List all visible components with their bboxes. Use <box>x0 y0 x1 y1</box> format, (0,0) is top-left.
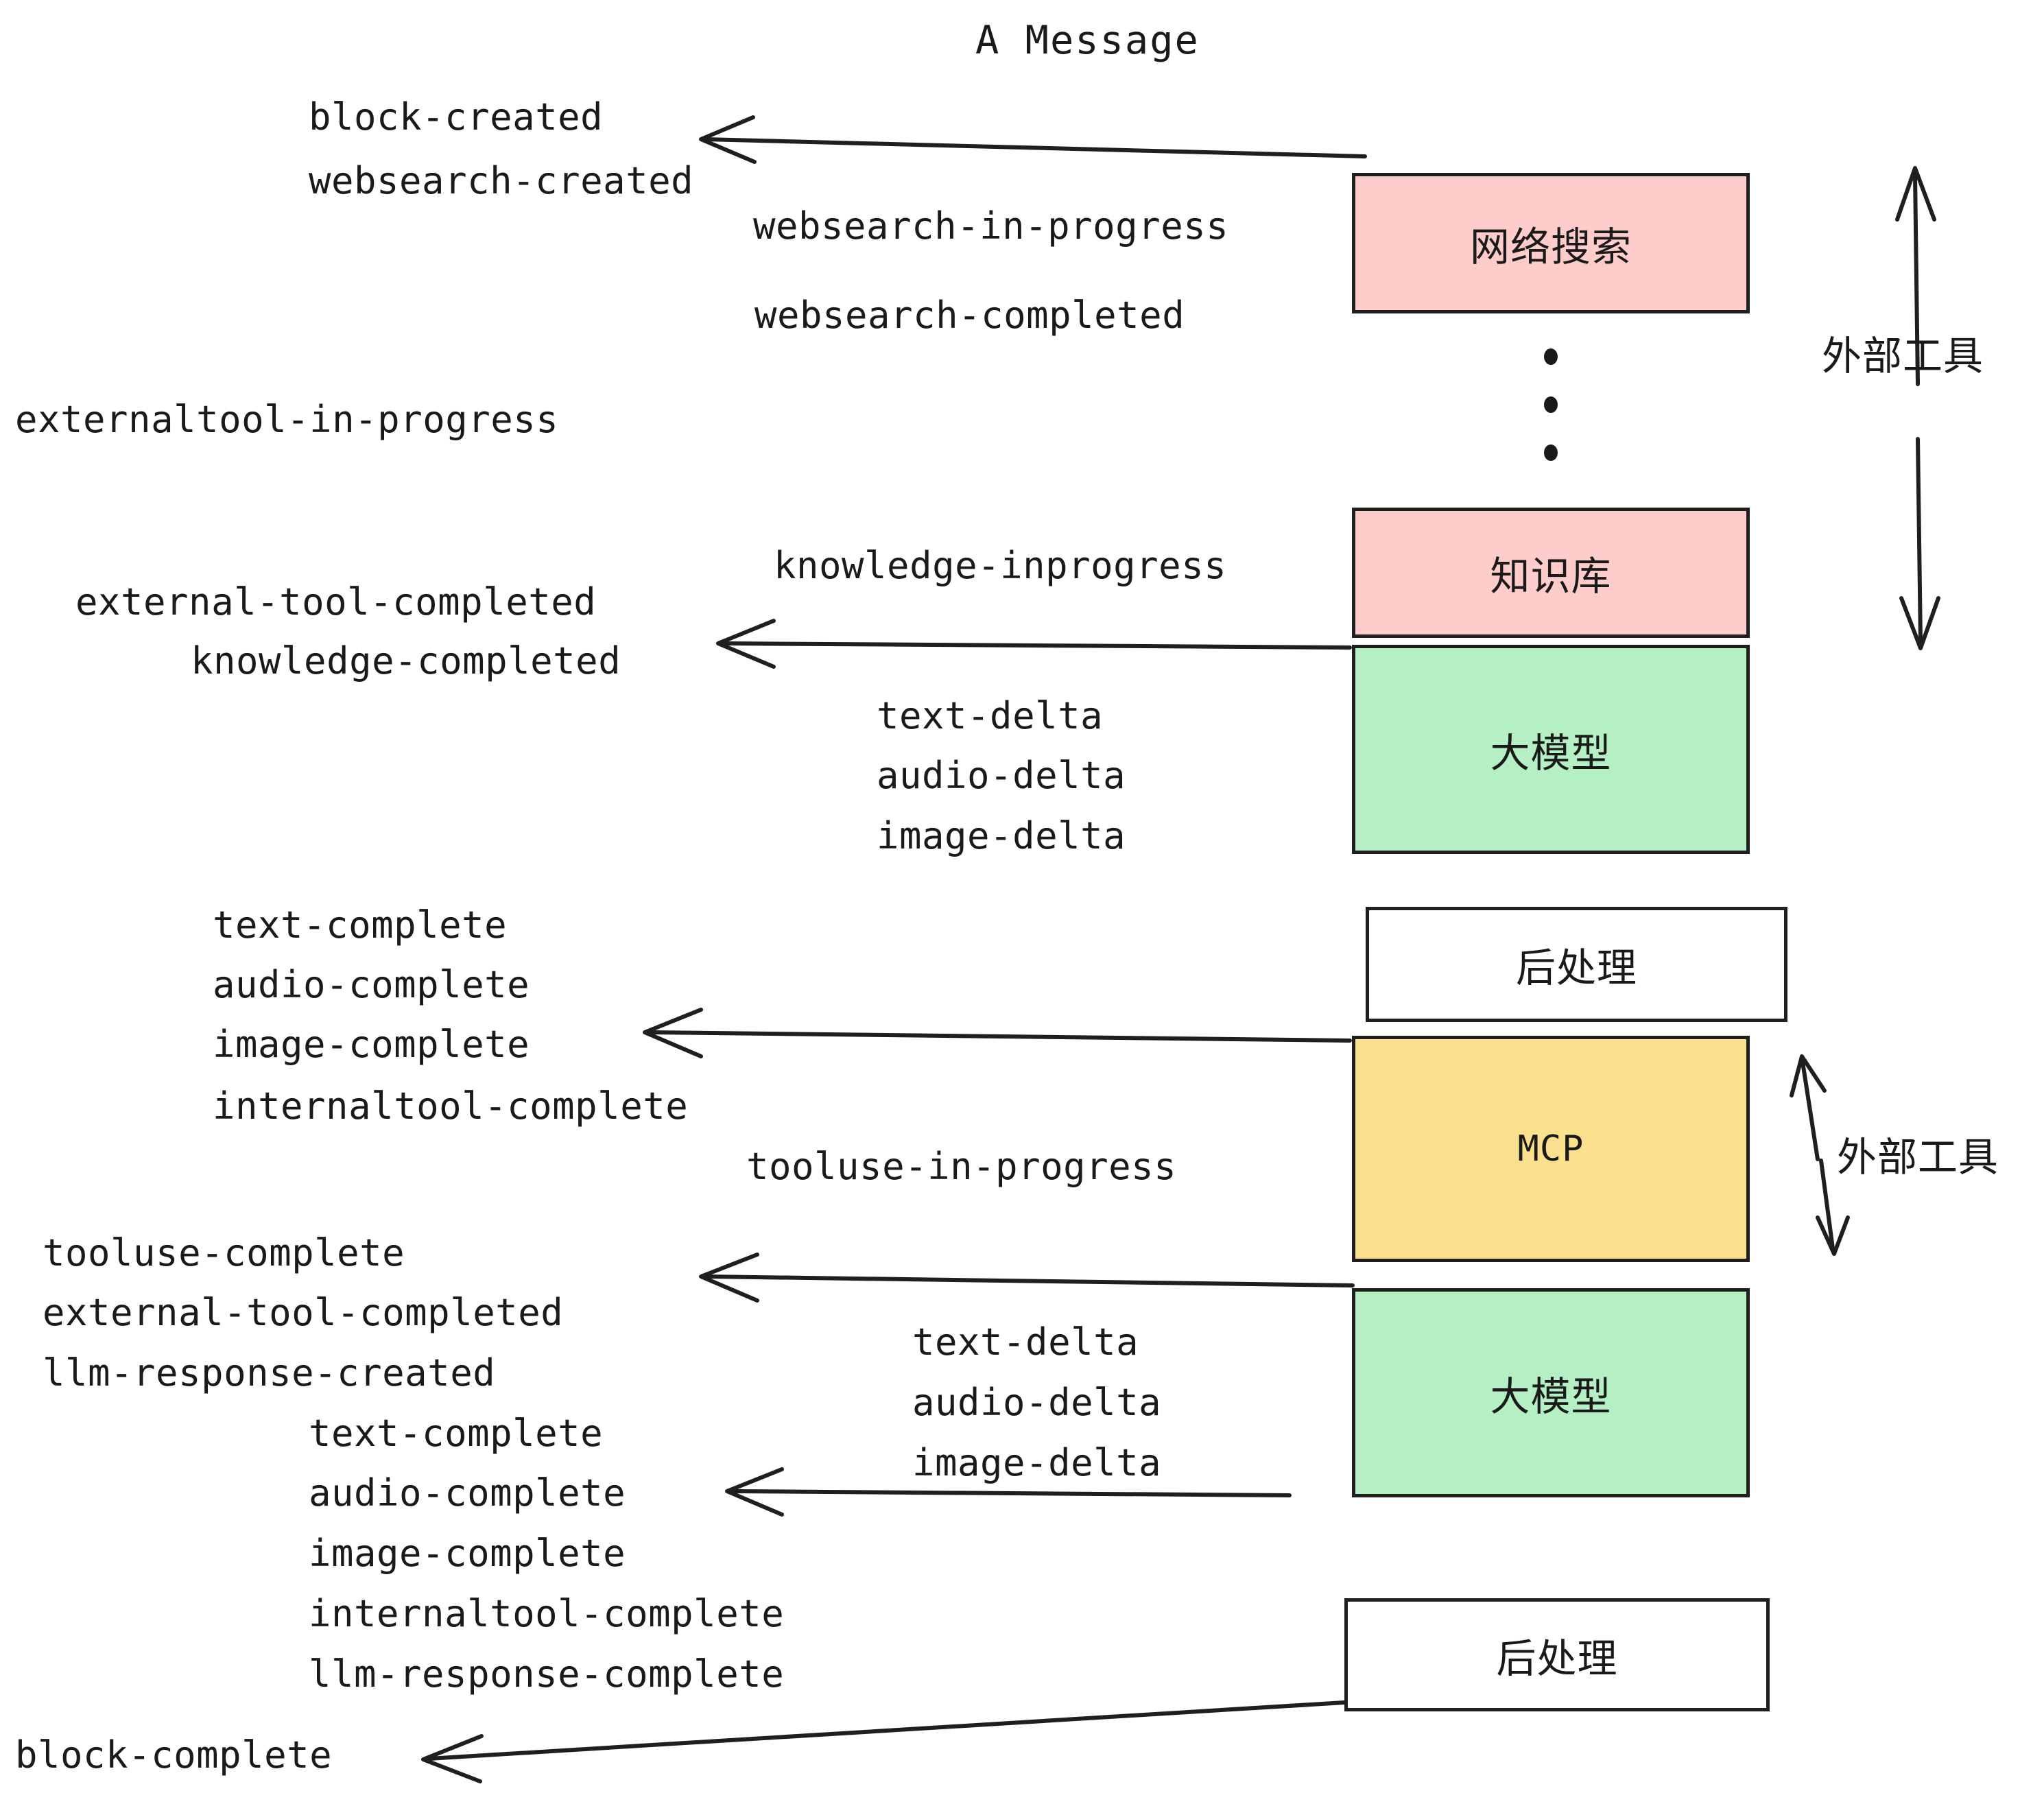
event-audio-delta-1: audio-delta <box>877 754 1126 797</box>
event-text-complete-2: text-complete <box>309 1412 604 1455</box>
node-knowledge-label: 知识库 <box>1490 553 1612 600</box>
event-image-delta-2: image-delta <box>912 1441 1162 1484</box>
node-postprocess-1-label: 后处理 <box>1515 945 1637 991</box>
arrow-postproc2-to-block-complete <box>421 1700 1346 1783</box>
event-external-tool-completed-1: external-tool-completed <box>75 580 597 624</box>
page-title: A Message <box>975 18 1200 63</box>
event-websearch-in-progress: websearch-in-progress <box>753 204 1229 248</box>
event-externaltool-in-progress: externaltool-in-progress <box>15 398 559 441</box>
event-websearch-completed: websearch-completed <box>754 294 1185 337</box>
event-image-complete-1: image-complete <box>213 1023 530 1066</box>
group-label-external-tools-bottom: 外部工具 <box>1837 1125 1999 1183</box>
event-internaltool-complete-2: internaltool-complete <box>309 1592 785 1635</box>
event-internaltool-complete-1: internaltool-complete <box>213 1084 689 1128</box>
node-postprocess-2[interactable]: 后处理 <box>1344 1598 1770 1711</box>
node-postprocess-1[interactable]: 后处理 <box>1366 907 1787 1022</box>
arrow-mcp-to-tooluse-complete <box>699 1253 1355 1303</box>
node-llm-2[interactable]: 大模型 <box>1352 1288 1750 1497</box>
event-text-delta-1: text-delta <box>877 694 1104 737</box>
external-tools-bracket-top <box>1895 166 1940 650</box>
event-audio-delta-2: audio-delta <box>912 1381 1162 1424</box>
node-llm-1[interactable]: 大模型 <box>1352 645 1750 854</box>
event-text-complete-1: text-complete <box>213 903 508 947</box>
event-audio-complete-2: audio-complete <box>309 1471 626 1515</box>
event-llm-response-created: llm-response-created <box>43 1351 496 1394</box>
event-knowledge-inprogress: knowledge-inprogress <box>774 544 1227 587</box>
node-mcp[interactable]: MCP <box>1352 1036 1750 1262</box>
event-websearch-created: websearch-created <box>309 159 694 202</box>
event-image-complete-2: image-complete <box>309 1532 626 1575</box>
event-audio-complete-1: audio-complete <box>213 963 530 1006</box>
event-tooluse-complete: tooluse-complete <box>43 1231 405 1274</box>
node-llm-2-label: 大模型 <box>1490 1373 1612 1420</box>
arrow-postproc-to-image-complete <box>643 1008 1352 1058</box>
node-mcp-label: MCP <box>1517 1128 1584 1170</box>
event-text-delta-2: text-delta <box>912 1320 1139 1364</box>
node-knowledge[interactable]: 知识库 <box>1352 508 1750 638</box>
ellipsis-dot-3 <box>1544 444 1558 461</box>
event-block-complete: block-complete <box>15 1733 333 1777</box>
node-websearch[interactable]: 网络搜索 <box>1352 173 1750 313</box>
group-label-top-text: 外部工具 <box>1822 333 1984 379</box>
arrow-websearch-to-block-created <box>699 115 1367 164</box>
ellipsis-dot-1 <box>1544 348 1558 365</box>
event-external-tool-completed-2: external-tool-completed <box>43 1291 564 1334</box>
node-postprocess-2-label: 后处理 <box>1496 1635 1618 1682</box>
node-websearch-label: 网络搜索 <box>1469 223 1632 270</box>
node-llm-1-label: 大模型 <box>1490 729 1612 776</box>
event-block-created: block-created <box>309 95 604 139</box>
group-label-bottom-text: 外部工具 <box>1837 1134 1999 1180</box>
group-label-external-tools-top: 外部工具 <box>1822 324 1984 381</box>
event-image-delta-1: image-delta <box>877 814 1126 857</box>
arrow-llm-to-knowledge-completed <box>716 619 1352 669</box>
event-llm-response-complete: llm-response-complete <box>309 1652 785 1696</box>
event-knowledge-completed: knowledge-completed <box>191 639 621 683</box>
event-tooluse-in-progress: tooluse-in-progress <box>746 1145 1177 1188</box>
ellipsis-dot-2 <box>1544 396 1558 413</box>
